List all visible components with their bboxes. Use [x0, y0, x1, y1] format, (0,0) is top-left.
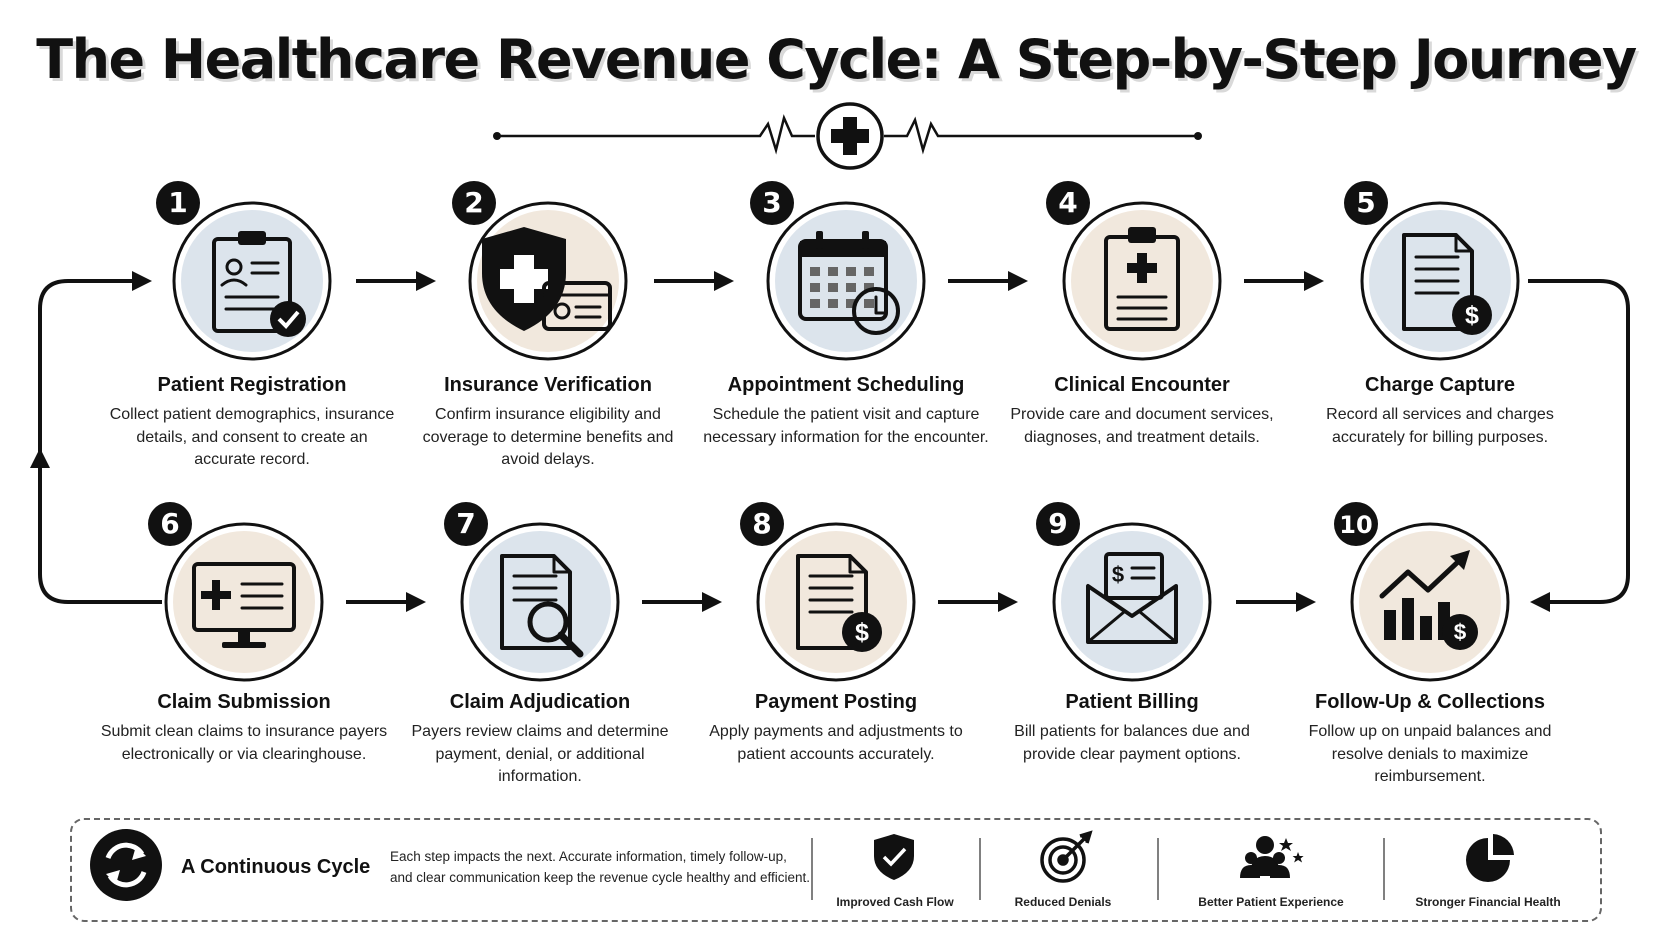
- shield-card-icon: [482, 227, 612, 331]
- step-1-description: Collect patient demographics, insurance …: [109, 406, 395, 468]
- benefit-label-denials: Reduced Denials: [1014, 895, 1112, 909]
- benefit-label-patient-experience: Better Patient Experience: [1198, 895, 1344, 909]
- step-7-title: Claim Adjudication: [449, 691, 631, 713]
- step-3-number: 3: [762, 186, 781, 219]
- step-10-description: Follow up on unpaid balances and resolve…: [1308, 723, 1552, 785]
- step-3-number-badge: 3: [750, 181, 794, 225]
- svg-text:$: $: [1465, 301, 1479, 329]
- step-9-title: Patient Billing: [1065, 691, 1199, 713]
- step-10-number-badge: 10: [1334, 502, 1378, 546]
- step-1-title: Patient Registration: [157, 374, 347, 396]
- step-5-number: 5: [1356, 186, 1375, 219]
- step-5-number-badge: 5: [1344, 181, 1388, 225]
- step-3-title: Appointment Scheduling: [727, 374, 965, 396]
- step-2-number: 2: [464, 186, 483, 219]
- step-4-node: [1062, 201, 1222, 361]
- step-10-number: 10: [1339, 511, 1372, 539]
- step-9-node: $: [1052, 522, 1212, 682]
- step-7-number-badge: 7: [444, 502, 488, 546]
- step-1-number: 1: [168, 186, 187, 219]
- step-10-node: $: [1350, 522, 1510, 682]
- step-8-description: Apply payments and adjustments to patien…: [709, 723, 963, 763]
- step-9-number-badge: 9: [1036, 502, 1080, 546]
- pie-chart-icon: [1466, 834, 1514, 882]
- step-6-description: Submit clean claims to insurance payers …: [100, 723, 388, 763]
- legend-dividers: [811, 838, 1385, 900]
- step-7-node: [460, 522, 620, 682]
- step-7-description: Payers review claims and determine payme…: [411, 723, 669, 785]
- medical-clipboard-icon: [1104, 227, 1180, 331]
- step-1-number-badge: 1: [156, 181, 200, 225]
- svg-text:$: $: [1112, 562, 1124, 587]
- step-8-node: $: [756, 522, 916, 682]
- flow-arrows: [30, 271, 1630, 612]
- step-3-node: [766, 201, 926, 361]
- shield-check-icon: [874, 834, 914, 880]
- step-7-number: 7: [456, 507, 475, 540]
- step-10-title: Follow-Up & Collections: [1315, 691, 1545, 713]
- step-6-number-badge: 6: [148, 502, 192, 546]
- step-8-title: Payment Posting: [754, 691, 918, 713]
- step-6-title: Claim Submission: [157, 691, 331, 713]
- benefit-label-financial-health: Stronger Financial Health: [1415, 895, 1561, 909]
- step-9-description: Bill patients for balances due and provi…: [1014, 723, 1250, 763]
- step-4-title: Clinical Encounter: [1054, 374, 1230, 396]
- step-1-node: [172, 201, 332, 361]
- document-payment-icon: $: [796, 554, 882, 652]
- step-6-number: 6: [160, 507, 179, 540]
- step-6-node: [164, 522, 324, 682]
- step-8-number: 8: [752, 507, 771, 540]
- document-dollar-icon: $: [1402, 233, 1492, 335]
- page-title: The Healthcare Revenue Cycle: A Step-by-…: [36, 28, 1637, 91]
- step-9-number: 9: [1048, 507, 1067, 540]
- envelope-bill-icon: $: [1086, 552, 1178, 644]
- step-2-description: Confirm insurance eligibility and covera…: [422, 406, 674, 468]
- cycle-title: A Continuous Cycle: [181, 856, 371, 878]
- benefit-label-cash-flow: Improved Cash Flow: [836, 895, 954, 909]
- svg-text:$: $: [1454, 620, 1467, 645]
- target-icon: [1040, 830, 1093, 883]
- svg-text:$: $: [855, 618, 869, 646]
- cycle-icon: [90, 829, 162, 901]
- step-5-title: Charge Capture: [1364, 374, 1516, 396]
- step-3-description: Schedule the patient visit and capture n…: [703, 406, 989, 446]
- monitor-claim-icon: [192, 562, 296, 648]
- step-5-description: Record all services and charges accurate…: [1326, 406, 1554, 446]
- legend-box: [70, 818, 1602, 922]
- step-2-title: Insurance Verification: [444, 374, 652, 396]
- step-4-number-badge: 4: [1046, 181, 1090, 225]
- step-2-node: [468, 201, 628, 361]
- document-search-icon: [500, 554, 584, 658]
- step-4-number: 4: [1058, 186, 1077, 219]
- clipboard-check-icon: [212, 231, 306, 337]
- step-2-number-badge: 2: [452, 181, 496, 225]
- step-8-number-badge: 8: [740, 502, 784, 546]
- step-5-node: $: [1360, 201, 1520, 361]
- people-stars-icon: [1240, 836, 1304, 878]
- step-4-description: Provide care and document services, diag…: [1010, 406, 1274, 446]
- title-divider: [493, 102, 1202, 170]
- calendar-clock-icon: [798, 231, 900, 335]
- growth-chart-icon: $: [1379, 550, 1478, 650]
- cycle-description: Each step impacts the next. Accurate inf…: [390, 849, 811, 885]
